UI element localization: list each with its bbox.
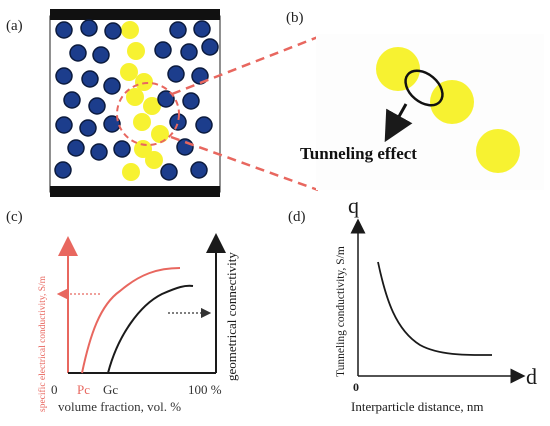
tunneling-caption: Tunneling effect — [300, 144, 417, 163]
top-electrode — [50, 9, 220, 20]
panel-b-label: (b) — [286, 10, 304, 26]
filler-particles — [54, 19, 219, 181]
conductive-particles — [120, 21, 169, 181]
bottom-electrode — [50, 186, 220, 197]
tick-100: 100 % — [188, 382, 222, 397]
percolation-plot: specific electrical conductivity, S/m ge… — [37, 233, 239, 414]
conductivity-curve — [81, 267, 181, 374]
right-axis-label: geometrical connectivity — [224, 252, 239, 381]
panel-a-label: (a) — [6, 18, 23, 34]
particle-3 — [476, 129, 520, 173]
d-x-axis-label: Interparticle distance, nm — [351, 399, 483, 414]
tunneling-plot: q d Tunneling conductivity, S/m 0 Interp… — [335, 193, 537, 414]
tick-gc: Gc — [103, 382, 118, 397]
connectivity-curve — [107, 284, 194, 374]
tunneling-arrow — [384, 103, 413, 143]
d-axis-symbol: d — [526, 364, 537, 389]
panel-d-label: (d) — [288, 209, 306, 225]
panel-c-label: (c) — [6, 209, 23, 225]
q-axis-symbol: q — [348, 193, 359, 218]
particle-2 — [430, 80, 474, 124]
tick-zero: 0 — [51, 382, 58, 397]
x-axis-label: volume fraction, vol. % — [58, 399, 181, 414]
d-y-axis-label: Tunneling conductivity, S/m — [335, 246, 347, 377]
d-tick-zero: 0 — [353, 380, 359, 394]
particle-1 — [376, 47, 420, 91]
composite-schematic — [49, 9, 221, 197]
tunneling-curve — [377, 261, 493, 356]
zoom-line-top — [171, 35, 319, 96]
zoom-circle — [116, 82, 180, 146]
tunneling-gap-ellipse — [404, 69, 444, 107]
left-axis-label: specific electrical conductivity, S/m — [37, 275, 48, 412]
tick-pc: Pc — [77, 382, 90, 397]
tunneling-zoom: Tunneling effect — [300, 34, 544, 190]
zoom-line-bottom — [170, 135, 319, 192]
